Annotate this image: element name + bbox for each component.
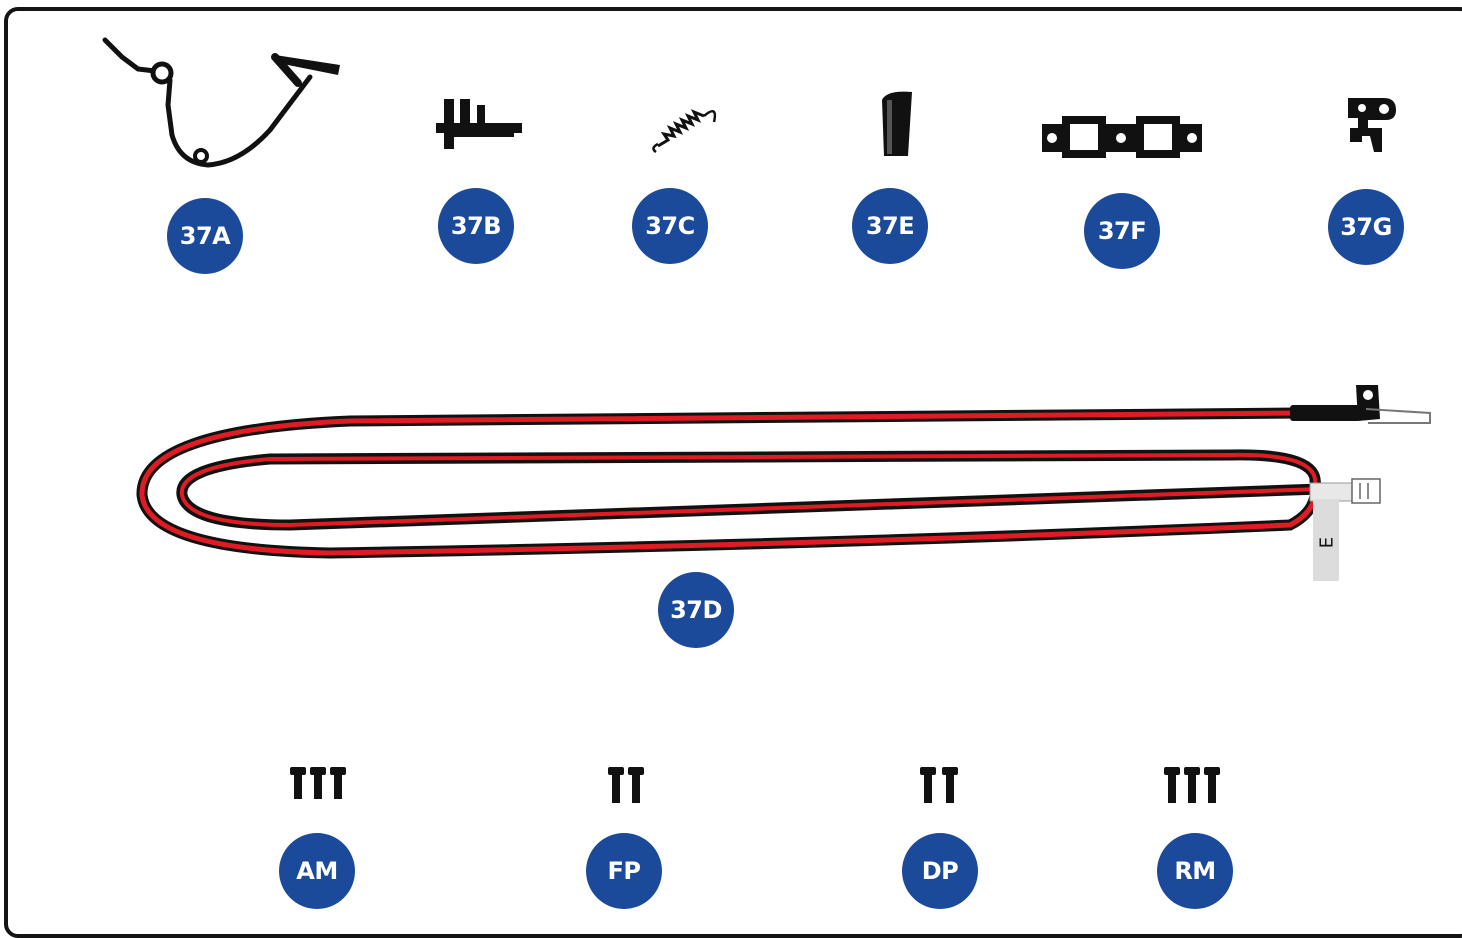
badge-37f: 37F [1084, 193, 1160, 269]
badge-37d: 37D [658, 572, 734, 648]
badge-fp: FP [586, 833, 662, 909]
hook-icon [1348, 98, 1396, 152]
diagram-frame [4, 7, 1462, 938]
wire-tag-label: E [1316, 536, 1338, 549]
badge-37e: 37E [852, 188, 928, 264]
badge-37c: 37C [632, 188, 708, 264]
badge-rm: RM [1157, 833, 1233, 909]
gasket-plate-icon [1042, 116, 1202, 158]
badge-37a: 37A [167, 198, 243, 274]
screw-set-am-icon [290, 767, 346, 799]
screw-set-dp-icon [920, 767, 958, 803]
spring-icon [652, 109, 717, 154]
badge-dp: DP [902, 833, 978, 909]
clip-icon [436, 99, 522, 149]
screw-set-fp-icon [608, 767, 644, 803]
badge-37g: 37G [1328, 189, 1404, 265]
wire-harness-icon [136, 385, 1431, 581]
screw-set-rm-icon [1164, 767, 1220, 803]
badge-37b: 37B [438, 188, 514, 264]
bracket-arm-icon [102, 37, 340, 168]
pin-icon [882, 91, 912, 156]
badge-am: AM [279, 833, 355, 909]
